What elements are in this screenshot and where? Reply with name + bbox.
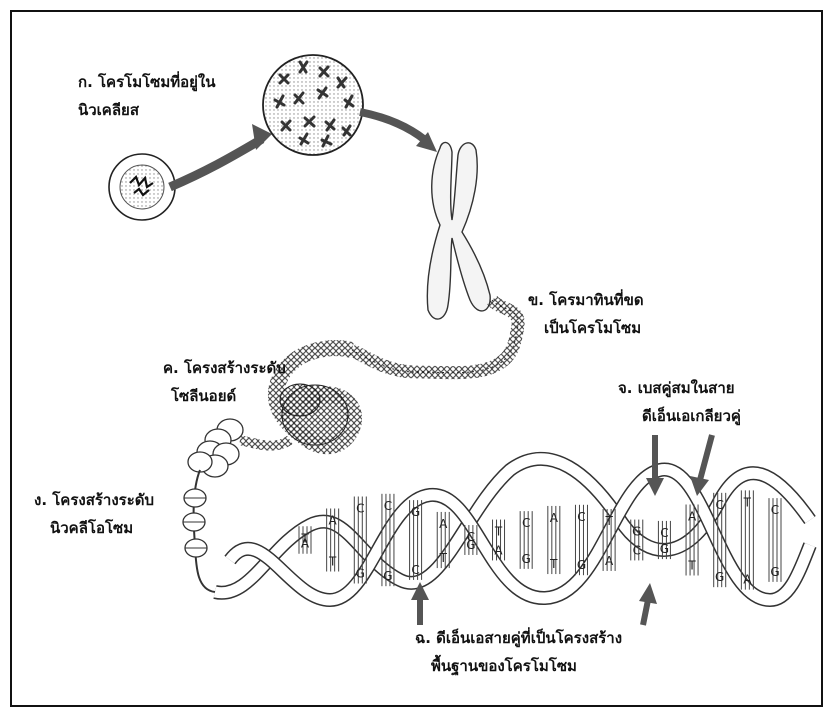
label-c-line1: ค. โครงสร้างระดับ bbox=[163, 358, 286, 378]
base-letter-top: T bbox=[604, 514, 613, 528]
base-letter-top: C bbox=[356, 501, 364, 515]
label-f: ฉ. ดีเอ็นเอสายคู่ที่เป็นโครงสร้าง พื้นฐา… bbox=[415, 628, 622, 676]
label-d: ง. โครงสร้างระดับ นิวคลีโอโซม bbox=[34, 490, 154, 538]
base-letter-bottom: G bbox=[383, 569, 392, 583]
base-letter-top: C bbox=[660, 526, 668, 540]
base-letter-top: T bbox=[494, 525, 503, 539]
label-e: จ. เบสคู่สมในสาย ดีเอ็นเอเกลียวคู่ bbox=[618, 378, 741, 426]
base-letter-bottom: G bbox=[522, 552, 531, 566]
base-letter-top: A bbox=[550, 511, 559, 525]
label-f-line1: ฉ. ดีเอ็นเอสายคู่ที่เป็นโครงสร้าง bbox=[415, 628, 622, 648]
label-a-line1: ก. โครโมโซมที่อยู่ใน bbox=[78, 72, 215, 92]
base-letter-bottom: G bbox=[577, 558, 586, 572]
base-letter-top: A bbox=[439, 517, 448, 531]
base-letter-bottom: A bbox=[743, 573, 752, 587]
base-letter-top: A bbox=[329, 513, 338, 527]
label-f-line2: พื้นฐานของโครโมโซม bbox=[415, 656, 622, 676]
base-letter-top: C bbox=[716, 498, 724, 512]
base-letter-top: T bbox=[743, 495, 752, 509]
base-letter-top: C bbox=[577, 510, 585, 524]
cell-icon bbox=[109, 154, 175, 220]
label-a-line2: นิวเคลียส bbox=[78, 100, 215, 120]
label-d-line2: นิวคลีโอโซม bbox=[34, 518, 154, 538]
x-chromosome bbox=[427, 142, 490, 319]
base-letter-bottom: T bbox=[687, 558, 696, 572]
base-letter-bottom: G bbox=[466, 538, 475, 552]
base-letter-bottom: G bbox=[715, 570, 724, 584]
base-letter-bottom: C bbox=[411, 563, 419, 577]
label-b-line2: เป็นโครโมโซม bbox=[528, 318, 644, 338]
label-b-line1: ข. โครมาทินที่ขด bbox=[528, 290, 644, 310]
base-letter-bottom: T bbox=[439, 551, 448, 565]
base-letter-top: C bbox=[522, 516, 530, 530]
base-letter-top: C bbox=[771, 503, 779, 517]
nucleosome-cluster bbox=[188, 419, 243, 477]
base-letter-bottom: A bbox=[605, 554, 614, 568]
base-letter-bottom: G bbox=[356, 567, 365, 581]
base-pair-arrows bbox=[646, 435, 712, 496]
base-letter-top: C bbox=[384, 499, 392, 513]
arrow-nucleus-to-chromosome bbox=[360, 112, 437, 152]
base-letter-bottom: A bbox=[301, 537, 310, 551]
label-e-line1: จ. เบสคู่สมในสาย bbox=[618, 378, 741, 398]
base-letter-bottom: A bbox=[494, 543, 503, 557]
label-e-line2: ดีเอ็นเอเกลียวคู่ bbox=[618, 406, 741, 426]
base-letter-top: G bbox=[632, 525, 641, 539]
nucleosome-beads-on-string bbox=[183, 470, 215, 592]
base-letter-bottom: T bbox=[549, 557, 558, 571]
base-letter-bottom: G bbox=[660, 542, 669, 556]
base-letter-top: A bbox=[688, 510, 697, 524]
label-c: ค. โครงสร้างระดับ โซลีนอยด์ bbox=[163, 358, 286, 406]
base-letter-bottom: G bbox=[770, 565, 779, 579]
base-letter-bottom: T bbox=[328, 555, 337, 569]
label-a: ก. โครโมโซมที่อยู่ใน นิวเคลียส bbox=[78, 72, 215, 120]
arrow-cell-to-nucleus bbox=[170, 124, 272, 187]
base-letter-top: G bbox=[411, 505, 420, 519]
label-d-line1: ง. โครงสร้างระดับ bbox=[34, 490, 154, 510]
base-letter-bottom: C bbox=[633, 543, 641, 557]
label-c-line2: โซลีนอยด์ bbox=[163, 386, 286, 406]
label-b: ข. โครมาทินที่ขด เป็นโครโมโซม bbox=[528, 290, 644, 338]
nucleus-with-chromosomes bbox=[263, 55, 363, 155]
